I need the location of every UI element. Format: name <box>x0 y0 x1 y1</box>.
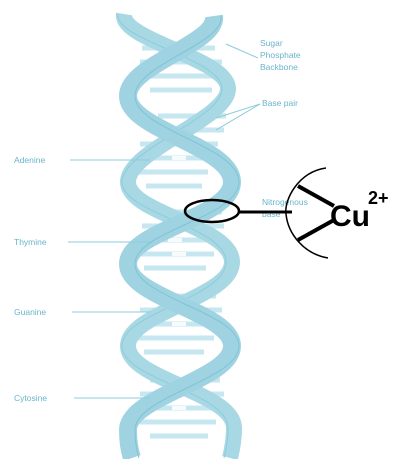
coordination-arc <box>286 168 328 258</box>
rung-tag <box>172 252 186 256</box>
rung-tag <box>172 406 186 410</box>
copper-charge: 2+ <box>368 188 389 208</box>
label-phosphate: Phosphate <box>260 50 301 60</box>
label-backbone: Backbone <box>260 62 298 72</box>
label-adenine: Adenine <box>14 155 45 165</box>
rung-tag <box>172 156 186 160</box>
label-nitrogenous: Nitrogenous <box>262 197 308 207</box>
rung-tag <box>168 238 182 242</box>
leader-line-backbone <box>226 44 258 58</box>
label-sugar: Sugar <box>260 38 283 48</box>
label-thymine: Thymine <box>14 237 47 247</box>
label-base-pair: Base pair <box>262 98 298 108</box>
label-guanine: Guanine <box>14 307 46 317</box>
copper-symbol: Cu <box>330 200 370 233</box>
label-cytosine: Cytosine <box>14 393 47 403</box>
rung-tag <box>172 322 186 326</box>
bond-lower <box>298 220 334 240</box>
